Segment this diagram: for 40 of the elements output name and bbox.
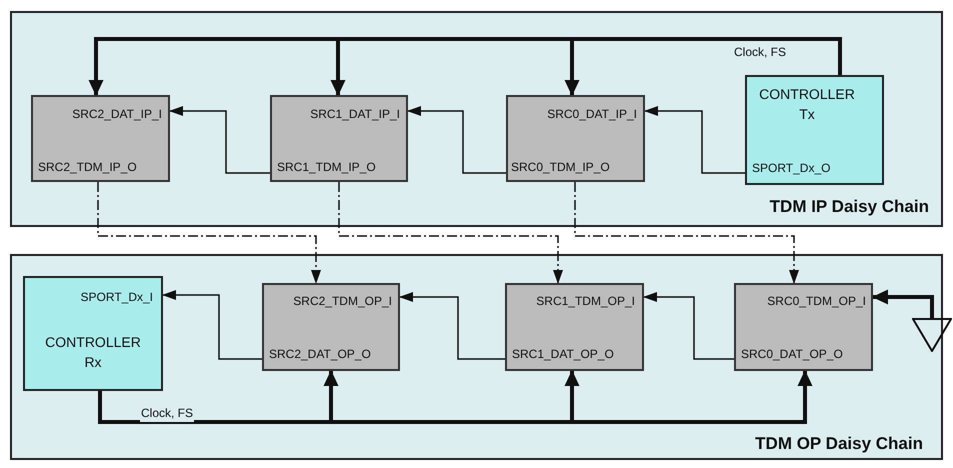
panel-title: TDM OP Daisy Chain <box>755 432 923 454</box>
ground-symbol <box>912 318 952 352</box>
process-box <box>31 95 170 182</box>
port-label: SRC2_DAT_IP_I <box>72 106 162 123</box>
port-label: SPORT_Dx_I <box>80 289 153 306</box>
port-label: SRC0_TDM_OP_I <box>767 293 866 310</box>
group-panel <box>10 254 943 460</box>
arrow <box>97 182 321 284</box>
process-box <box>505 283 644 371</box>
port-label: SRC2_DAT_OP_O <box>269 346 371 363</box>
arrow <box>169 106 270 174</box>
box-label: CONTROLLER Tx <box>758 85 856 124</box>
controller-box <box>23 276 163 391</box>
port-label: SPORT_Dx_O <box>752 160 830 177</box>
panel-title: TDM IP Daisy Chain <box>770 196 929 218</box>
controller-box <box>745 75 884 185</box>
port-label: SRC1_TDM_IP_O <box>277 159 376 176</box>
port-label: SRC0_DAT_IP_I <box>547 106 637 123</box>
arrow <box>872 290 934 318</box>
port-label: SRC1_DAT_IP_I <box>310 106 400 123</box>
arrow <box>644 106 745 174</box>
box-label: CONTROLLER Rx <box>44 333 142 372</box>
process-box <box>262 283 400 371</box>
port-label: SRC0_TDM_IP_O <box>511 159 610 176</box>
process-box <box>506 95 645 182</box>
group-panel <box>10 11 943 227</box>
arrow <box>88 37 842 96</box>
process-box <box>734 283 873 371</box>
arrow <box>162 290 262 360</box>
port-label: SRC1_DAT_OP_O <box>512 346 614 363</box>
arrow <box>574 182 799 284</box>
arrow <box>338 182 563 284</box>
arrow <box>643 292 734 360</box>
process-box <box>270 95 408 182</box>
arrow <box>399 292 505 360</box>
port-label: SRC2_TDM_IP_O <box>38 159 137 176</box>
arrow <box>407 106 506 174</box>
port-label: SRC2_TDM_OP_I <box>293 293 392 310</box>
port-label: SRC1_TDM_OP_I <box>536 293 635 310</box>
port-label: SRC0_DAT_OP_O <box>741 346 843 363</box>
